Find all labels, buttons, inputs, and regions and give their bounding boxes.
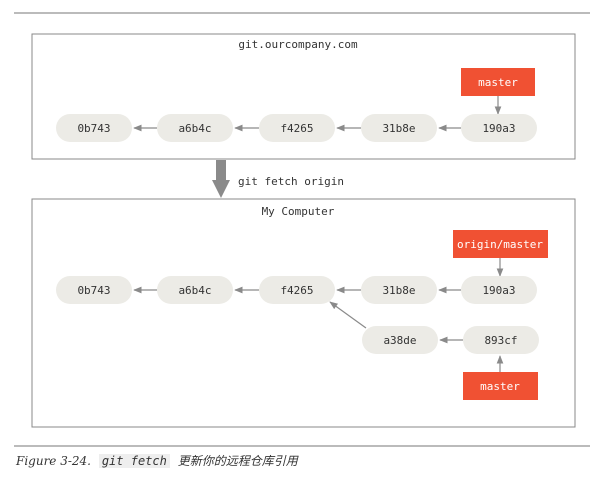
local-commit-a6b4c: a6b4c <box>157 276 233 304</box>
local-repo-title: My Computer <box>262 205 335 218</box>
local-commit-190a3: 190a3 <box>461 276 537 304</box>
local-commit-0b743: 0b743 <box>56 276 132 304</box>
local-master-ref: master <box>463 372 538 400</box>
local-master-ref-label: master <box>480 380 520 393</box>
remote-commit-0b743: 0b743 <box>56 114 132 142</box>
remote-commit-190a3: 190a3 <box>461 114 537 142</box>
caption-text: 更新你的远程仓库引用 <box>177 454 298 468</box>
remote-master-ref: master <box>461 68 535 96</box>
remote-commit-31b8e: 31b8e <box>361 114 437 142</box>
commit-label: 31b8e <box>382 122 415 135</box>
commit-label: a6b4c <box>178 284 211 297</box>
commit-label: 0b743 <box>77 284 110 297</box>
commit-label: 31b8e <box>382 284 415 297</box>
local-commit-f4265: f4265 <box>259 276 335 304</box>
caption-figure-number: Figure 3-24. <box>16 454 91 468</box>
commit-893cf: 893cf <box>463 326 539 354</box>
remote-commit-f4265: f4265 <box>259 114 335 142</box>
remote-master-ref-label: master <box>478 76 518 89</box>
remote-commit-a6b4c: a6b4c <box>157 114 233 142</box>
caption-code: git fetch <box>98 454 170 468</box>
commit-a38de: a38de <box>362 326 438 354</box>
commit-label: 190a3 <box>482 122 515 135</box>
commit-label: 190a3 <box>482 284 515 297</box>
figure-caption: Figure 3-24. git fetch 更新你的远程仓库引用 <box>16 452 298 469</box>
parent-arrow-a38de <box>329 301 367 329</box>
commit-label: 0b743 <box>77 122 110 135</box>
origin-master-ref: origin/master <box>453 230 548 258</box>
commit-label: f4265 <box>280 284 313 297</box>
remote-repo-title: git.ourcompany.com <box>238 38 358 51</box>
fetch-command-label: git fetch origin <box>238 175 344 188</box>
fetch-arrow <box>212 160 230 198</box>
commit-label: f4265 <box>280 122 313 135</box>
commit-label: a38de <box>383 334 416 347</box>
commit-label: 893cf <box>484 334 517 347</box>
local-commit-31b8e: 31b8e <box>361 276 437 304</box>
commit-label: a6b4c <box>178 122 211 135</box>
origin-master-ref-label: origin/master <box>457 238 543 251</box>
